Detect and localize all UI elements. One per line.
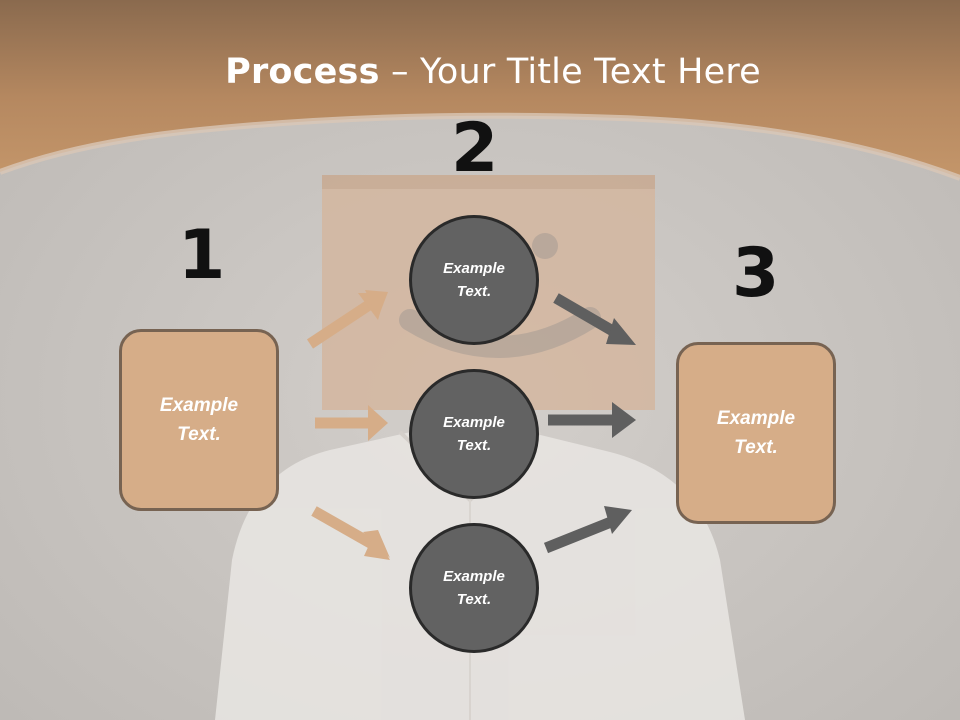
arrow-up-right [306,298,376,349]
step-number-3: 3 [732,234,780,313]
step-number-1: 1 [178,216,226,295]
arrow-down-right [311,506,375,549]
circle-top: Example Text. [409,215,539,345]
circle-top-text: Example Text. [443,260,505,300]
left-text-box: Example Text. [119,329,279,511]
arrow-gray-up-right-head [604,506,632,534]
left-box-text: Example Text. [159,395,239,445]
circle-bottom-text: Example Text. [443,568,505,608]
title-rest: – Your Title Text Here [379,52,761,92]
circle-bottom: Example Text. [409,523,539,653]
tan-head-3 [364,532,390,560]
right-box-text: Example Text. [716,408,796,458]
arrow-gray-right-head [612,402,636,438]
step-number-2: 2 [451,109,499,188]
arrow-gray-up-right [543,514,619,554]
slide-title: Process – Your Title Text Here [0,52,960,92]
right-text-box: Example Text. [676,342,836,524]
arrow-gray-down-right-head [606,318,636,345]
circle-middle: Example Text. [409,369,539,499]
header-swoosh [0,112,960,181]
header-band [0,0,960,178]
title-bold: Process [225,52,380,92]
arrow-right-head [368,405,388,441]
circle-middle-text: Example Text. [443,414,505,454]
arrow-gray-down-right [553,293,621,339]
tan-head-1 [365,290,388,318]
arrows-gray [543,293,636,554]
